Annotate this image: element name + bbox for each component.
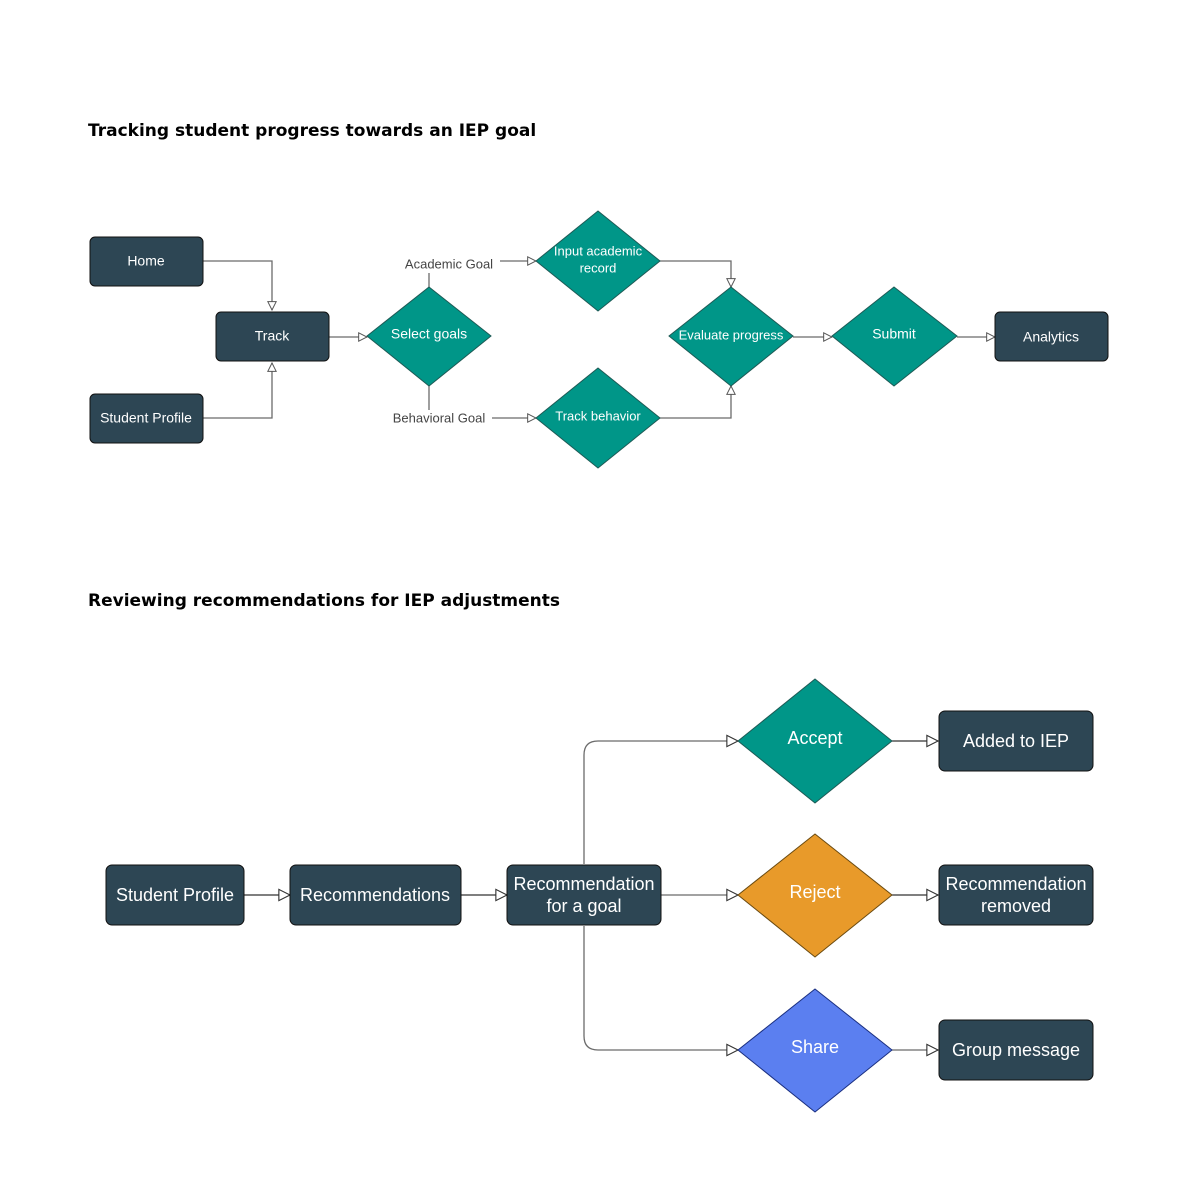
diagram-2-nodes: Student Profile Recommendations Recommen…	[105, 678, 1094, 1113]
node2-rec-goal-label-1: Recommendation	[513, 874, 654, 894]
node-home-label: Home	[127, 253, 165, 269]
node-input-academic-record[interactable]: Input academic record	[535, 210, 661, 312]
node-input-academic-label-2: record	[580, 260, 617, 275]
node-track-label: Track	[255, 328, 290, 344]
edge-rec-goal-share	[583, 926, 738, 1050]
node2-rec-removed-label-2: removed	[981, 896, 1051, 916]
node2-recommendations[interactable]: Recommendations	[289, 864, 462, 926]
node2-reject-label: Reject	[789, 882, 840, 902]
node-analytics-label: Analytics	[1023, 329, 1079, 345]
node-student-profile[interactable]: Student Profile	[89, 393, 204, 444]
node-input-academic-label-1: Input academic	[554, 243, 643, 258]
node2-student-profile[interactable]: Student Profile	[105, 864, 245, 926]
node2-accept-label: Accept	[787, 728, 842, 748]
node-analytics[interactable]: Analytics	[994, 311, 1109, 362]
diagram-1-edges: Academic Goal Behavioral Goal	[203, 255, 995, 428]
node-student-profile-label: Student Profile	[100, 410, 192, 426]
node2-share[interactable]: Share	[737, 988, 893, 1113]
node2-rec-goal-label-2: for a goal	[546, 896, 621, 916]
edge-input-academic-evaluate	[660, 260, 731, 287]
diagram-2-title: Reviewing recommendations for IEP adjust…	[88, 591, 561, 611]
diagram-1-nodes: Home Track Student Profile Select goals …	[89, 210, 1109, 469]
node2-recommendation-removed[interactable]: Recommendation removed	[938, 864, 1094, 926]
node2-share-label: Share	[791, 1037, 839, 1057]
node2-recommendations-label: Recommendations	[300, 885, 450, 905]
node2-accept[interactable]: Accept	[737, 678, 893, 804]
edge-label-academic-goal: Academic Goal	[405, 256, 493, 271]
diagram-1-title: Tracking student progress towards an IEP…	[88, 121, 537, 141]
node-home[interactable]: Home	[89, 236, 204, 287]
node2-added-to-iep[interactable]: Added to IEP	[938, 710, 1094, 772]
node-select-goals[interactable]: Select goals	[366, 286, 492, 387]
node-submit[interactable]: Submit	[831, 286, 958, 387]
node-track-behavior-label: Track behavior	[555, 408, 641, 423]
node-track[interactable]: Track	[215, 311, 330, 362]
edge-rec-goal-accept	[583, 741, 738, 864]
node-track-behavior[interactable]: Track behavior	[535, 367, 661, 469]
node2-recommendation-for-goal[interactable]: Recommendation for a goal	[506, 864, 662, 926]
edge-home-track	[203, 260, 272, 310]
edge-student-profile-track	[203, 363, 272, 419]
node-evaluate-progress[interactable]: Evaluate progress	[668, 286, 794, 387]
node-evaluate-progress-label: Evaluate progress	[679, 327, 784, 342]
node2-student-profile-label: Student Profile	[116, 885, 234, 905]
edge-track-behavior-evaluate	[660, 386, 731, 419]
node2-group-message[interactable]: Group message	[938, 1019, 1094, 1081]
edge-label-behavioral-goal: Behavioral Goal	[393, 410, 486, 425]
node2-group-message-label: Group message	[952, 1040, 1080, 1060]
node-submit-label: Submit	[872, 326, 916, 342]
node-select-goals-label: Select goals	[391, 326, 467, 342]
node2-added-to-iep-label: Added to IEP	[963, 731, 1069, 751]
diagram-2-edges	[244, 741, 938, 1050]
node2-rec-removed-label-1: Recommendation	[945, 874, 1086, 894]
node2-reject[interactable]: Reject	[737, 833, 893, 958]
